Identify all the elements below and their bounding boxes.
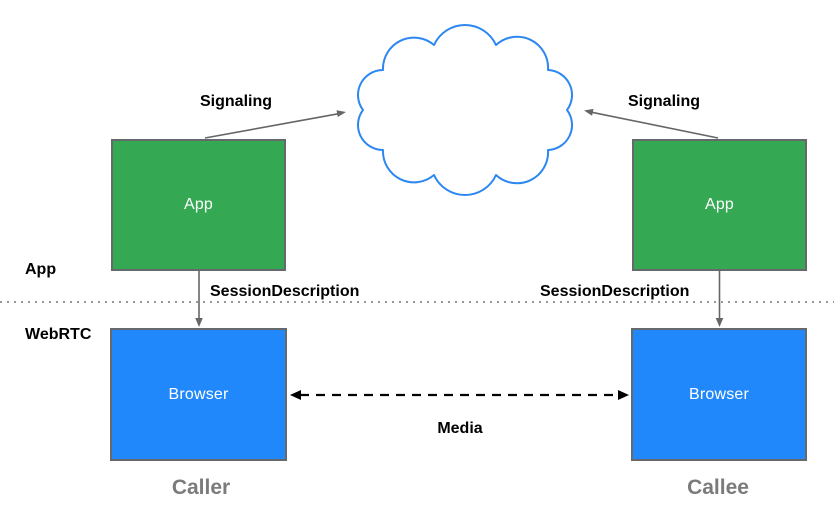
caller-browser-label: Browser xyxy=(168,385,229,403)
signaling-arrow-right-line xyxy=(591,111,719,139)
session-description-arrow-right-head xyxy=(715,318,724,327)
caller-browser-box: Browser xyxy=(110,328,287,461)
session-description-label-left: SessionDescription xyxy=(210,283,360,300)
signaling-label-left: Signaling xyxy=(200,93,272,110)
media-label: Media xyxy=(437,420,483,437)
session-description-arrow-left-head xyxy=(195,318,203,327)
callee-app-box: App xyxy=(632,139,807,271)
media-arrow-head-left xyxy=(290,390,301,400)
session-description-label-right: SessionDescription xyxy=(540,283,690,300)
caller-app-box: App xyxy=(111,139,286,271)
signaling-label-right: Signaling xyxy=(628,93,700,110)
caller-caption: Caller xyxy=(171,476,231,499)
callee-browser-label: Browser xyxy=(688,385,750,403)
media-arrow-head-right xyxy=(618,390,629,400)
cloud-icon xyxy=(357,24,574,196)
callee-caption: Callee xyxy=(687,476,749,499)
webrtc-layer-label: WebRTC xyxy=(25,326,92,343)
callee-app-label: App xyxy=(704,196,735,213)
signaling-arrow-left-line xyxy=(204,113,339,139)
caller-app-label: App xyxy=(183,196,214,213)
signaling-arrow-right-head xyxy=(584,108,594,116)
app-layer-label: App xyxy=(25,261,57,278)
signaling-arrow-left-head xyxy=(336,110,346,117)
callee-browser-box: Browser xyxy=(631,328,807,461)
